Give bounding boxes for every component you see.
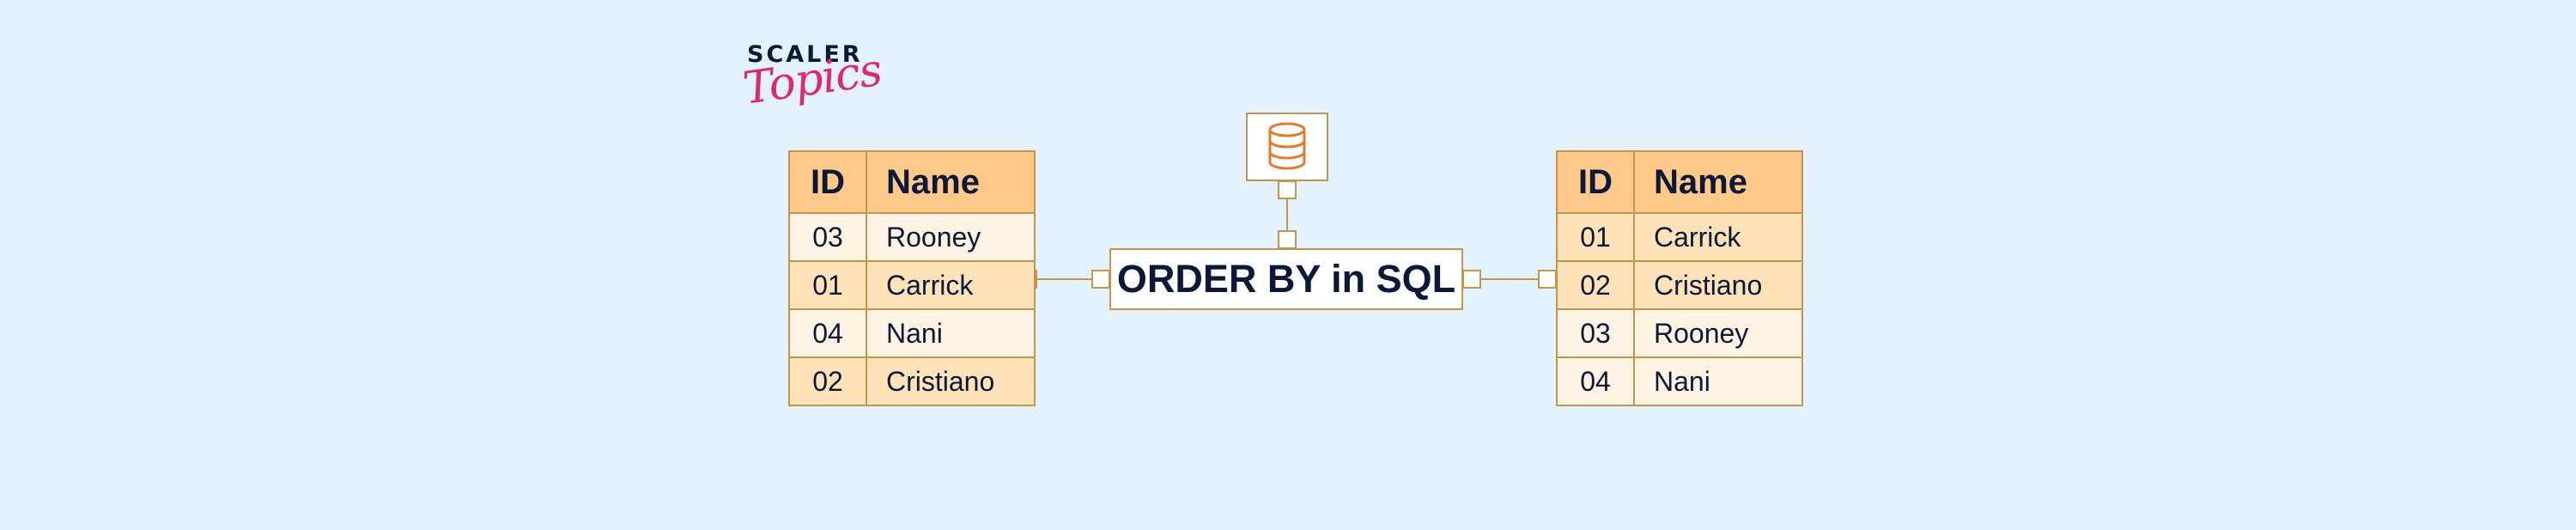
connector-node [1278, 180, 1297, 199]
table-row: 03 Rooney [788, 212, 1036, 262]
table-row: 04 Nani [1556, 356, 1803, 406]
sorted-table: ID Name 01 Carrick 02 Cristiano 03 Roone… [1556, 150, 1803, 406]
table-row: 04 Nani [788, 308, 1036, 358]
cell-name: Nani [866, 308, 1036, 358]
unsorted-table: ID Name 03 Rooney 01 Carrick 04 Nani 02 … [788, 150, 1036, 406]
table-row: 02 Cristiano [788, 356, 1036, 406]
table-row: 03 Rooney [1556, 308, 1803, 358]
cell-name: Cristiano [866, 356, 1036, 406]
cell-name: Carrick [1633, 212, 1803, 262]
cell-name: Nani [1633, 356, 1803, 406]
column-header-name: Name [866, 150, 1036, 214]
column-header-id: ID [788, 150, 867, 214]
cell-id: 01 [788, 260, 867, 310]
column-header-name: Name [1633, 150, 1803, 214]
connector-node [1462, 270, 1481, 289]
brand-line1: SCALER [747, 41, 863, 68]
cell-name: Rooney [1633, 308, 1803, 358]
cell-id: 04 [1556, 356, 1635, 406]
table-row: 02 Cristiano [1556, 260, 1803, 310]
table-row: 01 Carrick [788, 260, 1036, 310]
cell-id: 01 [1556, 212, 1635, 262]
cell-id: 04 [788, 308, 867, 358]
table-header-row: ID Name [788, 150, 1036, 214]
order-by-label: ORDER BY in SQL [1109, 248, 1463, 310]
cell-id: 02 [1556, 260, 1635, 310]
cell-id: 02 [788, 356, 867, 406]
cell-name: Carrick [866, 260, 1036, 310]
database-icon [1268, 122, 1306, 170]
connector-node [1091, 270, 1110, 289]
cell-name: Rooney [866, 212, 1036, 262]
cell-id: 03 [1556, 308, 1635, 358]
brand-logo: SCALER Topics [740, 38, 884, 124]
table-row: 01 Carrick [1556, 212, 1803, 262]
connector-node [1538, 270, 1557, 289]
column-header-id: ID [1556, 150, 1635, 214]
table-header-row: ID Name [1556, 150, 1803, 214]
cell-name: Cristiano [1633, 260, 1803, 310]
cell-id: 03 [788, 212, 867, 262]
database-node [1246, 113, 1328, 181]
connector-node [1278, 230, 1297, 249]
